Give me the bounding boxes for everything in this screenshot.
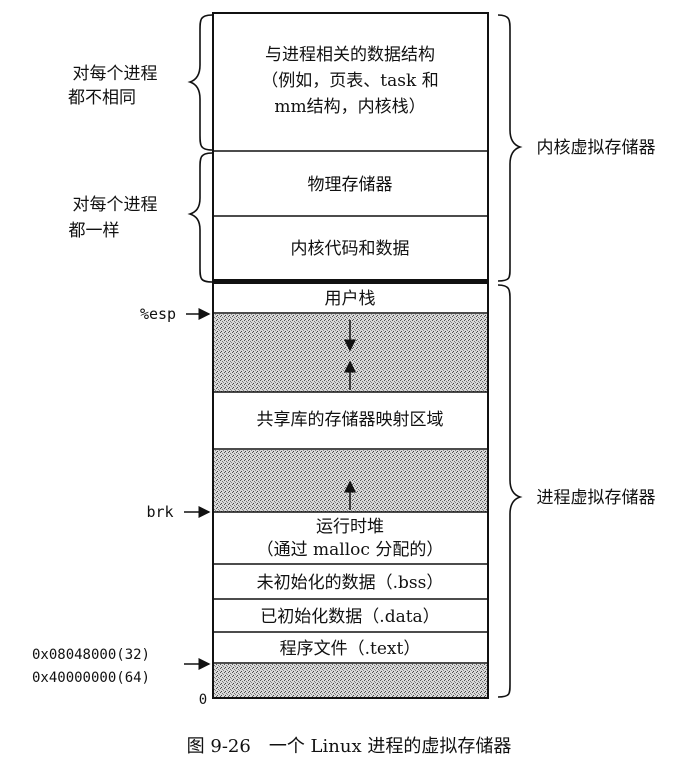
data-label: 已初始化数据（.data） xyxy=(260,607,439,627)
process-virtual-memory-label: 进程虚拟存储器 xyxy=(537,488,656,508)
different-per-process-line-1: 对每个进程 xyxy=(73,64,158,84)
text-segment-label: 程序文件（.text） xyxy=(280,639,421,659)
shared-libraries-label: 共享库的存储器映射区域 xyxy=(257,410,444,430)
per-process-structs-line-1: 与进程相关的数据结构 xyxy=(265,45,435,65)
start-address-64: 0x40000000(64) xyxy=(32,670,150,686)
physical-memory-label: 物理存储器 xyxy=(308,175,393,195)
start-address-32: 0x08048000(32) xyxy=(32,647,150,663)
right-brace-process xyxy=(497,284,523,698)
user-stack-label: 用户栈 xyxy=(325,289,376,309)
kernel-virtual-memory-label: 内核虚拟存储器 xyxy=(537,138,656,158)
same-per-process-line-2: 都一样 xyxy=(69,221,120,241)
zero-address-label: 0 xyxy=(199,692,207,708)
kernel-code-data-label: 内核代码和数据 xyxy=(291,239,410,259)
heap-label-line-1: 运行时堆 xyxy=(316,517,384,537)
same-per-process-line-1: 对每个进程 xyxy=(73,195,158,215)
right-brace-kernel xyxy=(497,14,523,282)
left-brace-different xyxy=(187,14,213,151)
process-region: 用户栈 共享库的存储器映射区域 运行时堆 （通过 malloc 分配的） 未初始… xyxy=(212,282,489,699)
left-brace-same xyxy=(187,152,213,283)
bss-label: 未初始化的数据（.bss） xyxy=(257,573,444,593)
different-per-process-line-2: 都不相同 xyxy=(68,88,136,108)
brk-pointer: brk xyxy=(146,503,211,521)
text-start-pointer: 0x08048000(32) 0x40000000(64) xyxy=(32,647,211,686)
kernel-region: 与进程相关的数据结构 （例如，页表、task 和 mm结构，内核栈） 物理存储器… xyxy=(212,12,489,283)
unused-gap-bottom xyxy=(214,664,487,697)
brk-label: brk xyxy=(146,503,173,521)
figure-caption: 图 9-26 一个 Linux 进程的虚拟存储器 xyxy=(187,736,512,757)
per-process-structs-line-2: （例如，页表、task 和 xyxy=(261,71,438,91)
esp-pointer: %esp xyxy=(140,305,211,323)
heap-label-line-2: （通过 malloc 分配的） xyxy=(257,540,444,560)
per-process-structs-line-3: mm结构，内核栈） xyxy=(274,97,425,117)
esp-label: %esp xyxy=(140,305,176,323)
